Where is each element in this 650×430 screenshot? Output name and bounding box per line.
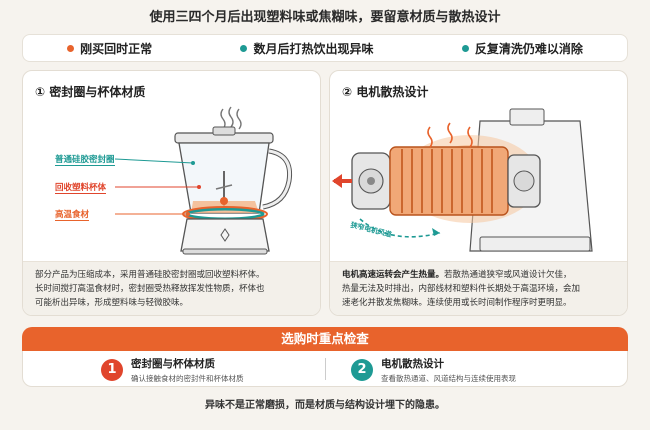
bullet-dot-icon [240,44,248,52]
symptom-3: 反复清洗仍难以消除 [461,40,583,57]
check-subtitle: 确认接触食材的密封件和杯体材质 [131,374,244,383]
check-item-1: 1 密封圈与杯体材质 确认接触食材的密封件和杯体材质 [101,356,244,384]
symptom-bar: 刚买回时正常 数月后打热饮出现异味 反复清洗仍难以消除 [22,34,628,62]
panel-heading: ② 电机散热设计 [342,85,429,99]
bullet-dot-icon [461,44,469,52]
text-line: 可能析出异味，形成塑料味与轻微胶味。 [35,298,189,308]
number-badge-icon: 2 [351,359,373,381]
motor-cooling-panel: ② 电机散热设计 狭窄电 [329,70,628,316]
callout-hot-food: 高温食材 [55,210,90,221]
check-title: 密封圈与杯体材质 [131,358,215,370]
check-list: 1 密封圈与杯体材质 确认接触食材的密封件和杯体材质 2 电机散热设计 查看散热… [22,351,628,387]
callout-seal: 普通硅胶密封圈 [55,155,115,166]
panel-heading: ① 密封圈与杯体材质 [35,85,146,99]
footer-note: 异味不是正常磨损，而是材质与结构设计埋下的隐患。 [205,400,445,411]
text-rest: 若散热通道狭窄或风道设计欠佳， [444,270,572,280]
symptom-1: 刚买回时正常 [67,40,152,57]
number-badge-icon: 1 [101,359,123,381]
divider [325,358,326,380]
check-subtitle: 查看散热通道、风道结构与连续使用表现 [381,374,516,383]
symptom-label: 刚买回时正常 [80,41,153,56]
bullet-dot-icon [67,44,75,52]
check-item-2: 2 电机散热设计 查看散热通道、风道结构与连续使用表现 [351,356,516,384]
seal-material-panel: ① 密封圈与杯体材质 普通硅胶密封圈 回收塑料杯体 高温 [22,70,321,316]
symptom-label: 数月后打热饮出现异味 [253,41,374,56]
text-line: 长时间搅打高温食材时，密封圈受热释放挥发性物质，杯体也 [35,284,265,294]
motor-illustration [332,108,593,252]
callout-cup-body: 回收塑料杯体 [55,183,107,194]
symptom-2: 数月后打热饮出现异味 [240,40,374,57]
seal-material-text: 部分产品为压缩成本，采用普通硅胶密封圈或回收塑料杯体。 长时间搅打高温食材时，密… [23,261,320,315]
text-emphasis: 电机高速运转会产生热量。 [342,270,445,280]
text-line: 部分产品为压缩成本，采用普通硅胶密封圈或回收塑料杯体。 [35,270,265,280]
check-title: 电机散热设计 [381,358,444,370]
blender-illustration [114,106,293,255]
symptom-label: 反复清洗仍难以消除 [474,41,583,56]
text-line: 速老化并散发焦糊味。连续使用或长时间制作程序时更明显。 [342,298,572,308]
motor-cooling-text: 电机高速运转会产生热量。若散热通道狭窄或风道设计欠佳， 热量无法及时排出，内部线… [330,261,627,315]
page-title: 使用三四个月后出现塑料味或焦糊味，要留意材质与散热设计 [149,10,501,25]
check-header: 选购时重点检查 [22,327,628,351]
text-line: 电机高速运转会产生热量。若散热通道狭窄或风道设计欠佳， [342,268,617,282]
text-line: 热量无法及时排出，内部线材和塑料件长期处于高温环境，会加 [342,284,581,294]
